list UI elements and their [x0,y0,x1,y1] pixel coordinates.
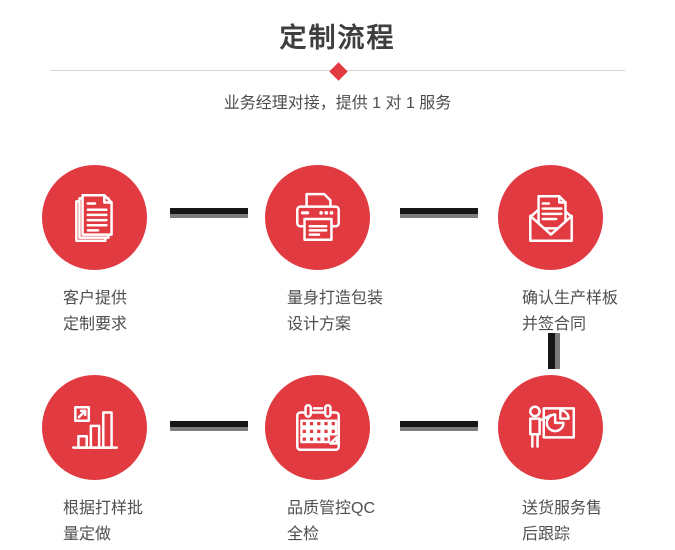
step-circle-packaging-design [265,165,370,270]
presentation-icon [528,405,575,448]
bar-chart-icon [71,405,118,449]
step-label-line: 确认生产样板 [522,290,619,307]
step-label-line: 根据打样批 [63,500,144,517]
documents-icon [74,193,113,242]
step-label-line: 量身打造包装 [287,290,384,307]
step-label-line: 后跟踪 [522,526,571,543]
step-circle-delivery-aftersales [498,375,603,480]
step-label-delivery-aftersales: 送货服务售 后跟踪 [522,496,602,548]
page-title: 定制流程 [279,23,396,53]
step-circle-sample-contract [498,165,603,270]
connector-step2-step3 [400,208,478,218]
step-label-quality-control: 品质管控QC 全检 [287,496,375,548]
step-circle-customer-requirements [42,165,147,270]
step-label-line: 量定做 [63,526,112,543]
step-label-line: 送货服务售 [522,500,603,517]
step-label-sample-contract: 确认生产样板 并签合同 [522,286,618,338]
printer-icon [295,192,340,241]
connector-step4-step5 [170,421,248,431]
step-circle-quality-control [265,375,370,480]
step-label-line: 客户提供 [63,290,128,307]
step-label-packaging-design: 量身打造包装 设计方案 [287,286,383,338]
connector-step3-step6 [548,333,560,369]
step-label-customer-requirements: 客户提供 定制要求 [63,286,127,338]
step-circle-batch-production [42,375,147,480]
connector-step5-step6 [400,421,478,431]
calendar-icon [295,403,340,451]
step-label-line: 定制要求 [63,316,128,333]
subtitle: 业务经理对接，提供 1 对 1 服务 [223,95,452,112]
step-label-line: 并签合同 [522,316,587,333]
step-label-line: 全检 [287,526,320,543]
diamond-accent-icon [329,62,348,81]
envelope-icon [528,194,573,242]
step-label-batch-production: 根据打样批 量定做 [63,496,143,548]
connector-step1-step2 [170,208,248,218]
step-label-line: 品质管控QC [287,500,376,517]
step-label-line: 设计方案 [287,316,352,333]
